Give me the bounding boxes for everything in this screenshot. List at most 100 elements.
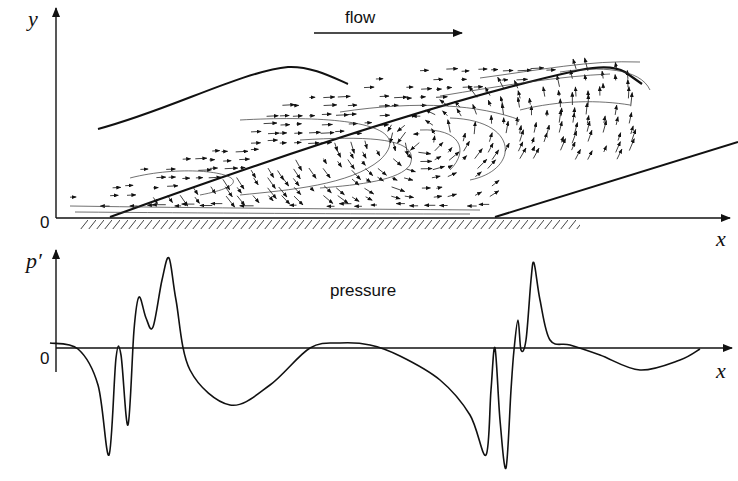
velocity-vector	[587, 121, 590, 132]
velocity-vector	[348, 160, 355, 170]
streamline	[480, 62, 640, 78]
streamline	[130, 171, 233, 195]
velocity-vector	[323, 196, 333, 204]
velocity-vector	[557, 75, 560, 87]
velocity-vector	[392, 187, 405, 192]
velocity-vector	[531, 67, 544, 69]
velocity-vector	[391, 196, 400, 199]
velocity-vector	[411, 143, 420, 151]
velocity-vector	[570, 70, 572, 79]
velocity-vector	[379, 124, 389, 126]
velocity-vector	[575, 87, 577, 97]
velocity-vector	[631, 126, 633, 134]
velocity-vector	[280, 132, 287, 133]
velocity-vector	[251, 149, 259, 150]
velocity-vector	[615, 105, 617, 115]
velocity-vector	[617, 149, 622, 159]
vector-field	[70, 58, 636, 207]
streamline	[75, 212, 470, 214]
velocity-vector	[502, 104, 504, 115]
origin-label: 0	[40, 214, 49, 231]
velocity-vector	[572, 92, 573, 105]
velocity-vector	[268, 168, 274, 177]
velocity-vector	[352, 197, 359, 201]
velocity-vector	[414, 133, 420, 134]
velocity-vector	[405, 196, 414, 197]
velocity-vector	[194, 188, 198, 195]
velocity-vector	[268, 196, 273, 201]
velocity-vector	[573, 59, 576, 69]
velocity-vector	[196, 177, 203, 178]
velocity-vector	[436, 89, 441, 90]
velocity-vector	[393, 142, 395, 151]
velocity-vector	[520, 130, 524, 142]
velocity-vector	[335, 131, 344, 133]
velocity-vector	[267, 115, 279, 117]
velocity-vector	[294, 105, 299, 106]
velocity-vector	[309, 97, 315, 98]
velocity-vector	[308, 142, 319, 144]
velocity-vector	[409, 205, 418, 206]
velocity-vector	[351, 133, 362, 135]
streamline	[70, 206, 480, 210]
velocity-vector	[125, 185, 133, 186]
velocity-vector	[182, 178, 190, 179]
velocity-vector	[398, 132, 406, 143]
velocity-vector	[544, 133, 547, 142]
velocity-vector	[338, 151, 341, 157]
velocity-vector	[520, 126, 522, 134]
velocity-vector	[478, 159, 487, 168]
velocity-vector	[492, 180, 499, 186]
velocity-vector	[338, 96, 351, 98]
velocity-vector	[323, 97, 335, 99]
velocity-vector	[223, 160, 231, 161]
velocity-vector	[380, 115, 390, 117]
velocity-vector	[426, 110, 435, 115]
velocity-vector	[240, 205, 254, 206]
shear-layer	[110, 67, 642, 217]
velocity-vector	[588, 151, 593, 160]
velocity-vector	[404, 178, 413, 180]
velocity-vector	[226, 196, 235, 207]
velocity-vector	[588, 130, 592, 141]
velocity-vector	[239, 159, 249, 161]
velocity-vector	[488, 160, 496, 169]
velocity-vector	[296, 160, 302, 171]
velocity-vector	[432, 129, 435, 134]
velocity-vector	[479, 204, 489, 205]
velocity-vector	[572, 142, 576, 150]
velocity-vector	[268, 133, 279, 135]
velocity-vector	[616, 142, 621, 153]
velocity-vector	[558, 90, 560, 96]
velocity-vector	[195, 197, 200, 203]
velocity-vector	[293, 178, 299, 185]
velocity-vector	[282, 104, 294, 106]
velocity-vector	[210, 159, 215, 160]
velocity-vector	[436, 96, 447, 98]
velocity-vector	[323, 168, 330, 178]
velocity-vector	[447, 87, 452, 88]
p-axis	[55, 250, 56, 372]
velocity-vector	[533, 146, 535, 151]
axis-label: x	[716, 228, 726, 250]
velocity-vector	[198, 169, 211, 171]
velocity-vector	[631, 93, 633, 107]
velocity-vector	[166, 169, 175, 170]
velocity-vector	[602, 71, 603, 78]
velocity-vector	[210, 168, 218, 169]
velocity-vector	[338, 161, 342, 167]
velocity-vector	[324, 159, 327, 164]
velocity-vector	[113, 187, 121, 188]
velocity-vector	[348, 105, 357, 107]
velocity-vector	[473, 104, 477, 114]
velocity-vector	[422, 187, 431, 188]
velocity-vector	[520, 148, 526, 159]
velocity-vector	[268, 188, 277, 199]
velocity-vector	[604, 146, 607, 152]
velocity-vector	[534, 122, 536, 132]
velocity-vector	[290, 205, 297, 206]
velocity-vector	[467, 206, 477, 207]
velocity-vector	[559, 121, 562, 132]
velocity-vector	[371, 205, 377, 206]
